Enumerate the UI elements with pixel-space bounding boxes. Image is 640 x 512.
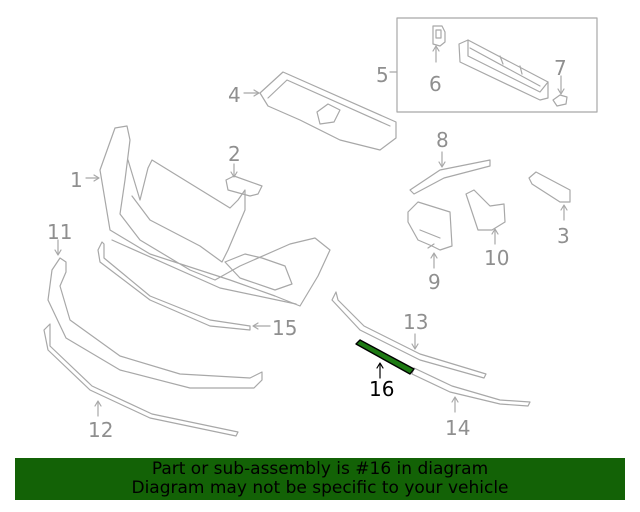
info-banner: Part or sub-assembly is #16 in diagram D… [15,458,625,500]
callout-1[interactable]: 1 [70,168,83,192]
banner-line-2: Diagram may not be specific to your vehi… [131,478,509,498]
callout-14[interactable]: 14 [445,416,471,440]
part-9-bracket [407,201,453,269]
part-14-strip [411,367,531,413]
part-13-strip [331,291,487,379]
parts-diagram: 1 2 3 4 5 6 7 8 9 10 11 12 13 14 15 16 [43,17,598,442]
part-12-strip [43,323,239,437]
callout-9[interactable]: 9 [428,270,441,294]
part-16-highlighted[interactable] [355,339,415,379]
callout-4[interactable]: 4 [228,83,241,107]
part-3-bracket [528,171,571,221]
callout-5[interactable]: 5 [376,63,389,87]
callout-15[interactable]: 15 [272,316,298,340]
part-11-lower-valance [47,239,263,389]
part-10-bracket [465,189,506,245]
callout-2[interactable]: 2 [228,142,241,166]
callout-7[interactable]: 7 [554,56,567,80]
callout-8[interactable]: 8 [436,128,449,152]
part-1-bumper-cover [85,125,331,307]
inset-box-5 [396,17,598,113]
part-15-lip [97,241,271,331]
callout-13[interactable]: 13 [403,310,429,334]
part-8-strip [409,151,491,195]
part-4-shield [243,71,397,151]
callout-10[interactable]: 10 [484,246,510,270]
callout-16-highlighted[interactable]: 16 [369,377,395,401]
callout-11[interactable]: 11 [47,220,73,244]
callout-12[interactable]: 12 [88,418,114,442]
part-7-clip [552,75,568,107]
diagram-drawing [43,17,598,437]
callout-3[interactable]: 3 [557,224,570,248]
part-2-bracket [225,163,263,197]
part-5-guide [458,39,549,101]
banner-line-1: Part or sub-assembly is #16 in diagram [151,459,489,479]
part-6-clip [432,25,446,63]
callout-6[interactable]: 6 [429,72,442,96]
